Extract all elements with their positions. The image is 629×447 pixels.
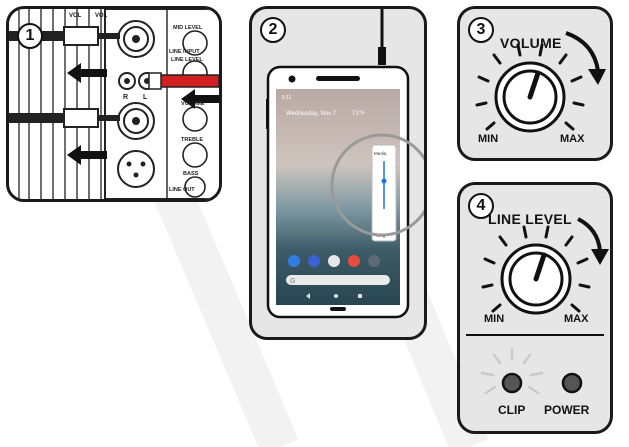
line-level-max-label: MAX: [564, 313, 589, 325]
volume-max-label: MAX: [560, 133, 585, 145]
step1-panel: VOL VOL MID LEVEL LINE LEVEL VOLUME TREB…: [6, 6, 222, 202]
rca-jack-r: [118, 72, 136, 90]
lbl-mid-level: MID LEVEL: [173, 25, 203, 31]
arrow-curved-icon: [577, 217, 602, 252]
volume-min-label: MIN: [478, 133, 499, 145]
clip-glow: [480, 347, 544, 395]
lbl-vol1: VOL: [69, 13, 82, 19]
svg-text:G: G: [290, 278, 295, 285]
lbl-line-level: LINE LEVEL: [171, 57, 203, 63]
lbl-l: L: [143, 94, 148, 101]
phone-illustration: 5:11 Wednesday, Nov 7 71°F G Media Ring: [266, 9, 424, 319]
lbl-line-out: LINE OUT: [169, 187, 195, 193]
step-number-3: 3: [468, 17, 494, 43]
line-level-title: LINE LEVEL: [488, 211, 572, 227]
combo-jack-2: [117, 102, 155, 140]
clip-label: CLIP: [498, 403, 526, 417]
lock-date: Wednesday, Nov 7: [286, 111, 337, 117]
step3-panel: 3 VOLUME MIN MAX: [457, 6, 613, 161]
lock-temp: 71°F: [352, 111, 365, 117]
line-level-min-label: MIN: [484, 313, 505, 325]
power-label: POWER: [544, 403, 590, 417]
volume-panel-title: Media: [374, 151, 387, 156]
combo-jack-1: [117, 20, 155, 58]
step-number-4: 4: [468, 193, 494, 219]
volume-knob-illustration: [475, 31, 606, 133]
clip-led-icon: [501, 372, 523, 394]
volume-title: VOLUME: [500, 35, 562, 51]
lbl-treble: TREBLE: [181, 137, 203, 143]
volume-slider-thumb[interactable]: [381, 178, 387, 184]
step2-panel: 2 5:11 Wednesday, Nov 7 71°F: [249, 6, 427, 340]
arrow-curved-icon: [565, 31, 600, 72]
mixer-illustration: VOL VOL MID LEVEL LINE LEVEL VOLUME TREB…: [9, 9, 219, 199]
xlr-jack: [117, 150, 155, 188]
lbl-vol2: VOL: [95, 13, 108, 19]
status-time: 5:11: [282, 95, 292, 101]
lbl-bass: BASS: [183, 171, 199, 177]
step4-panel: 4 LINE LEVEL MIN MAX CLIP POWE: [457, 182, 613, 434]
step-number-2: 2: [260, 17, 286, 43]
lbl-volume: VOLUME: [181, 101, 205, 107]
zoom-circle: [330, 133, 424, 237]
power-led-icon: [561, 372, 583, 394]
line-level-illustration: [466, 217, 609, 395]
lbl-line-input: LINE INPUT: [169, 49, 200, 55]
step-number-1: 1: [17, 23, 43, 49]
lbl-r: R: [123, 94, 128, 101]
rca-plug-red: [158, 74, 219, 88]
